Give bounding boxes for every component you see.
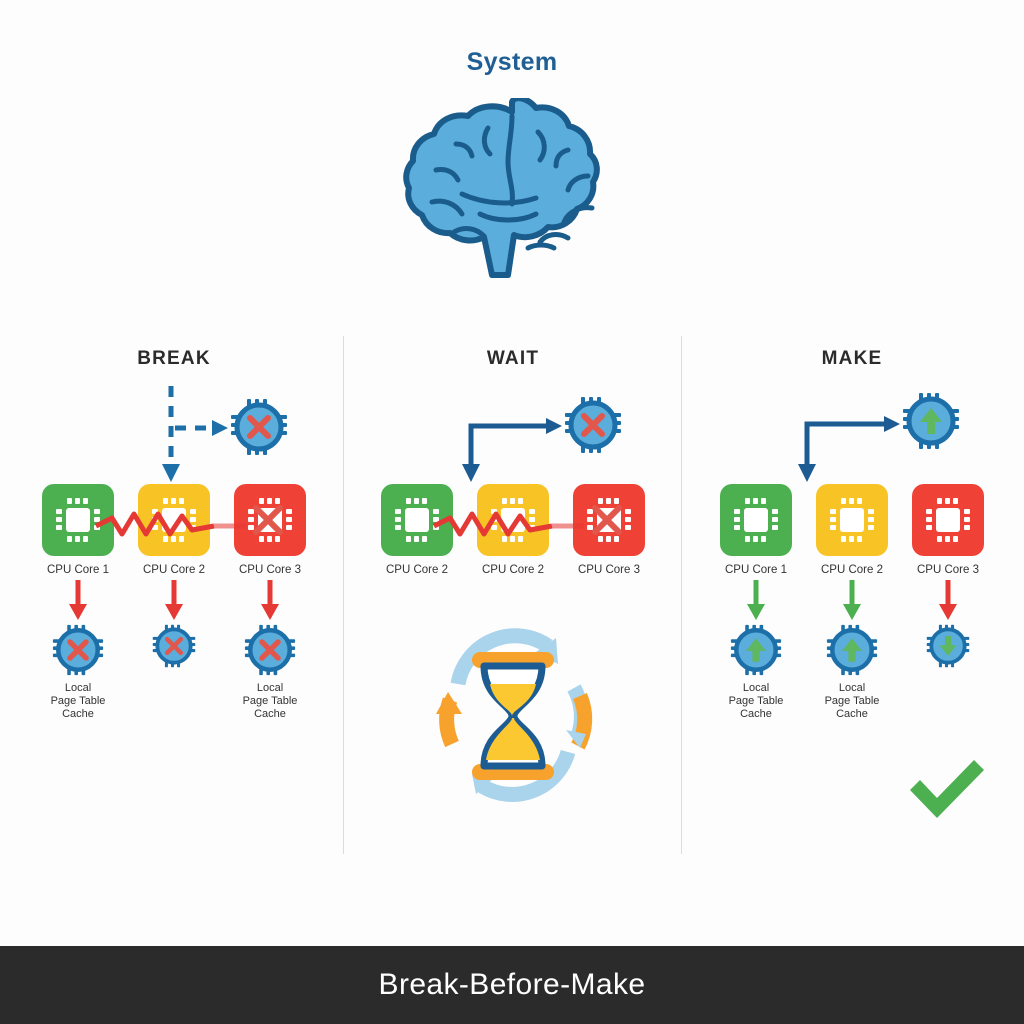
core-row-break: CPU Core 1 CPU Core 2 (8, 484, 340, 576)
chip-error-icon (52, 624, 104, 676)
cpu-core-tile[interactable] (816, 484, 888, 556)
core-label: CPU Core 3 (578, 564, 640, 576)
core-row-wait: CPU Core 2 CPU Core 2 (348, 484, 678, 576)
cpu-core-tile[interactable] (720, 484, 792, 556)
core-label: CPU Core 1 (47, 564, 109, 576)
core-error-x (253, 505, 283, 535)
footer-bar: Break-Before-Make (0, 946, 1024, 1024)
chip-error-icon (230, 398, 288, 456)
cache-cell: Local Page Table Cache (815, 624, 889, 721)
cache-label: Local Page Table Cache (728, 682, 784, 720)
core-cell: CPU Core 3 (911, 484, 985, 576)
column-break: BREAK (8, 336, 340, 856)
core-cell: CPU Core 3 (233, 484, 307, 576)
cpu-core-tile[interactable] (912, 484, 984, 556)
cpu-core-tile[interactable] (573, 484, 645, 556)
column-header-wait: WAIT (486, 348, 540, 369)
cpu-core-tile[interactable] (42, 484, 114, 556)
cache-label: Local Page Table Cache (242, 682, 298, 720)
cpu-core-tile[interactable] (381, 484, 453, 556)
cache-cell (137, 624, 211, 721)
core-label: CPU Core 3 (917, 564, 979, 576)
chip-error-icon (152, 624, 196, 668)
column-header-make: MAKE (821, 348, 883, 369)
chip-up-icon (902, 392, 960, 450)
core-row-make: CPU Core 1 CPU Core 2 (686, 484, 1018, 576)
cache-cell: Local Page Table Cache (233, 624, 307, 721)
core-cell: CPU Core 1 (41, 484, 115, 576)
core-label: CPU Core 1 (725, 564, 787, 576)
chip-error-icon (244, 624, 296, 676)
core-cell: CPU Core 2 (476, 484, 550, 576)
make-cache-arrows (686, 578, 1018, 624)
core-cell: CPU Core 3 (572, 484, 646, 576)
column-divider (681, 336, 682, 854)
core-error-x (592, 505, 622, 535)
core-cell: CPU Core 2 (815, 484, 889, 576)
cpu-core-tile[interactable] (138, 484, 210, 556)
break-cache-arrows (8, 578, 340, 624)
success-check-icon (904, 752, 990, 822)
column-make: MAKE (686, 336, 1018, 856)
cache-label: Local Page Table Cache (50, 682, 106, 720)
chip-error-icon (564, 396, 622, 454)
core-label: CPU Core 3 (239, 564, 301, 576)
core-label: CPU Core 2 (386, 564, 448, 576)
core-cell: CPU Core 2 (380, 484, 454, 576)
column-divider (343, 336, 344, 854)
wait-flow-arrows (348, 382, 678, 492)
cache-row-make: Local Page Table Cache Lo (686, 624, 1018, 721)
core-cell: CPU Core 2 (137, 484, 211, 576)
footer-caption: Break-Before-Make (378, 968, 646, 1001)
break-flow-arrows (8, 382, 340, 492)
core-label: CPU Core 2 (482, 564, 544, 576)
cache-cell: Local Page Table Cache (719, 624, 793, 721)
cpu-core-tile[interactable] (234, 484, 306, 556)
brain-icon (392, 95, 632, 288)
core-label: CPU Core 2 (143, 564, 205, 576)
chip-up-icon (826, 624, 878, 676)
core-label: CPU Core 2 (821, 564, 883, 576)
chip-up-icon (730, 624, 782, 676)
cache-row-break: Local Page Table Cache (8, 624, 340, 721)
cpu-core-tile[interactable] (477, 484, 549, 556)
make-flow-arrows (686, 382, 1018, 492)
cache-cell: Local Page Table Cache (41, 624, 115, 721)
core-cell: CPU Core 1 (719, 484, 793, 576)
column-header-break: BREAK (137, 348, 211, 369)
column-wait: WAIT (348, 336, 678, 856)
cache-cell (911, 624, 985, 721)
chip-down-icon (926, 624, 970, 668)
page-title: System (466, 48, 558, 76)
cache-label: Local Page Table Cache (824, 682, 880, 720)
hourglass-icon (428, 626, 598, 806)
